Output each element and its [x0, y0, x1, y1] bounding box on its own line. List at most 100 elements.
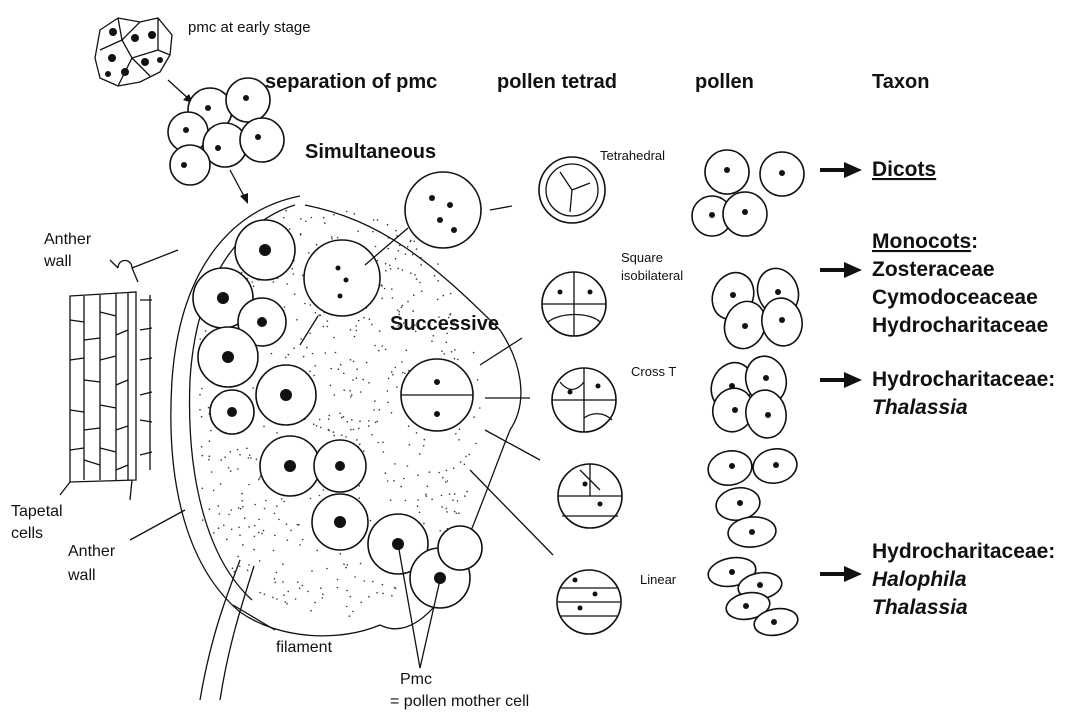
stipple-dot — [368, 382, 370, 384]
stipple-dot — [449, 493, 451, 495]
early-pmc-cluster — [95, 18, 172, 86]
stipple-dot — [362, 379, 364, 381]
stipple-dot — [238, 507, 240, 509]
stipple-dot — [390, 500, 392, 502]
stipple-dot — [282, 581, 284, 583]
stipple-dot — [371, 434, 373, 436]
stipple-dot — [447, 480, 449, 482]
filament-line-1 — [200, 560, 240, 700]
stipple-dot — [425, 494, 427, 496]
stipple-dot — [454, 358, 456, 360]
stipple-dot — [350, 329, 352, 331]
stipple-dot — [369, 318, 371, 320]
stipple-dot — [237, 556, 239, 558]
stipple-dot — [261, 533, 263, 535]
stipple-dot — [223, 525, 225, 527]
pollen-dicots — [692, 150, 804, 236]
stipple-dot — [274, 513, 276, 515]
stipple-dot — [326, 568, 328, 570]
stipple-dot — [254, 525, 256, 527]
stipple-dot — [419, 453, 421, 455]
stipple-dot — [248, 457, 250, 459]
stipple-dot — [259, 560, 261, 562]
stipple-dot — [409, 444, 411, 446]
stipple-dot — [391, 595, 393, 597]
stipple-dot — [454, 349, 456, 351]
stipple-dot — [405, 500, 407, 502]
header-tetrad: pollen tetrad — [497, 71, 617, 93]
stipple-dot — [399, 245, 401, 247]
stipple-dot — [387, 390, 389, 392]
stipple-dot — [264, 508, 266, 510]
stipple-dot — [248, 564, 250, 566]
anther-wall-bottom-pointer — [130, 510, 185, 540]
stipple-dot — [368, 420, 370, 422]
stipple-dot — [441, 351, 443, 353]
stipple-dot — [355, 325, 357, 327]
stipple-dot — [382, 584, 384, 586]
stipple-dot — [408, 425, 410, 427]
stipple-dot — [250, 457, 252, 459]
stipple-dot — [405, 253, 407, 255]
stipple-dot — [199, 409, 201, 411]
stipple-dot — [368, 596, 370, 598]
stipple-dot — [464, 495, 466, 497]
stipple-dot — [469, 454, 471, 456]
stipple-dot — [351, 394, 353, 396]
stipple-dot — [407, 301, 409, 303]
stipple-dot — [209, 455, 211, 457]
header-taxon: Taxon — [872, 71, 929, 93]
stipple-dot — [441, 495, 443, 497]
stipple-dot — [258, 519, 260, 521]
anther-wall-detail — [60, 250, 178, 500]
stipple-dot — [282, 563, 284, 565]
stipple-dot — [226, 539, 228, 541]
stipple-dot — [258, 479, 260, 481]
stipple-dot — [398, 250, 400, 252]
stipple-dot — [373, 219, 375, 221]
stipple-dot — [281, 498, 283, 500]
stipple-dot — [377, 442, 379, 444]
stipple-dot — [391, 371, 393, 373]
stipple-dot — [379, 330, 381, 332]
stipple-dot — [465, 456, 467, 458]
stipple-dot — [434, 275, 436, 277]
stipple-dot — [391, 288, 393, 290]
pollen-cross — [704, 352, 792, 441]
stipple-dot — [388, 378, 390, 380]
stipple-dot — [431, 340, 433, 342]
stipple-dot — [437, 299, 439, 301]
stipple-dot — [274, 578, 276, 580]
stipple-dot — [359, 420, 361, 422]
stipple-dot — [363, 450, 365, 452]
stipple-dot — [293, 347, 295, 349]
stipple-dot — [230, 451, 232, 453]
stipple-dot — [406, 350, 408, 352]
stipple-dot — [274, 535, 276, 537]
stipple-dot — [395, 367, 397, 369]
stipple-dot — [479, 407, 481, 409]
stipple-dot — [351, 419, 353, 421]
stipple-dot — [354, 213, 356, 215]
stipple-dot — [299, 544, 301, 546]
stipple-dot — [310, 304, 312, 306]
stipple-dot — [287, 591, 289, 593]
stipple-dot — [458, 439, 460, 441]
stipple-dot — [265, 500, 267, 502]
stipple-dot — [356, 377, 358, 379]
stipple-dot — [310, 610, 312, 612]
stipple-dot — [437, 280, 439, 282]
taxon-monocots-colon: : — [971, 230, 978, 253]
stipple-dot — [444, 353, 446, 355]
stipple-dot — [454, 511, 456, 513]
stipple-dot — [325, 352, 327, 354]
stipple-dot — [372, 231, 374, 233]
stipple-dot — [244, 517, 246, 519]
stipple-dot — [387, 402, 389, 404]
taxon-halophila: Halophila — [872, 568, 967, 591]
simultaneous-to-tetrad — [490, 206, 512, 210]
stipple-dot — [454, 493, 456, 495]
stipple-dot — [316, 425, 318, 427]
stipple-dot — [237, 449, 239, 451]
